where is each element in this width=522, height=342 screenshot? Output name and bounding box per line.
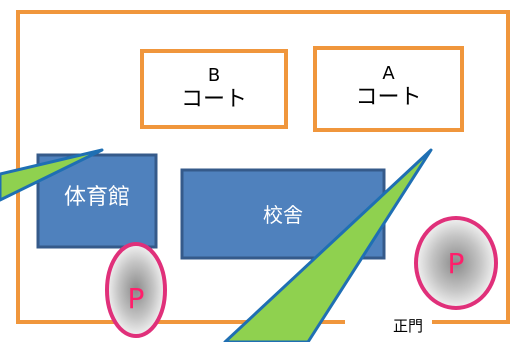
campus-boundary (16, 10, 510, 324)
gym-label: 体育館 (63, 185, 130, 210)
court-a-letter: A (382, 63, 395, 84)
court-a-box (313, 46, 464, 132)
parking-left-letter: P (127, 282, 145, 315)
main-gate-label: 正門 (392, 317, 423, 335)
court-b-word: コート (180, 86, 247, 112)
school-label: 校舎 (263, 203, 303, 227)
court-a-word: コート (355, 84, 422, 110)
parking-left-circle (105, 242, 167, 338)
gym-view-wedge (0, 148, 104, 202)
court-b-label: B コート (142, 66, 286, 112)
court-b-box (140, 49, 288, 129)
court-a-label: A コート (315, 64, 462, 110)
court-b-letter: B (207, 65, 221, 86)
parking-right-circle (414, 216, 498, 310)
parking-right-letter: P (447, 247, 465, 280)
court-a-view-wedge (223, 148, 433, 342)
